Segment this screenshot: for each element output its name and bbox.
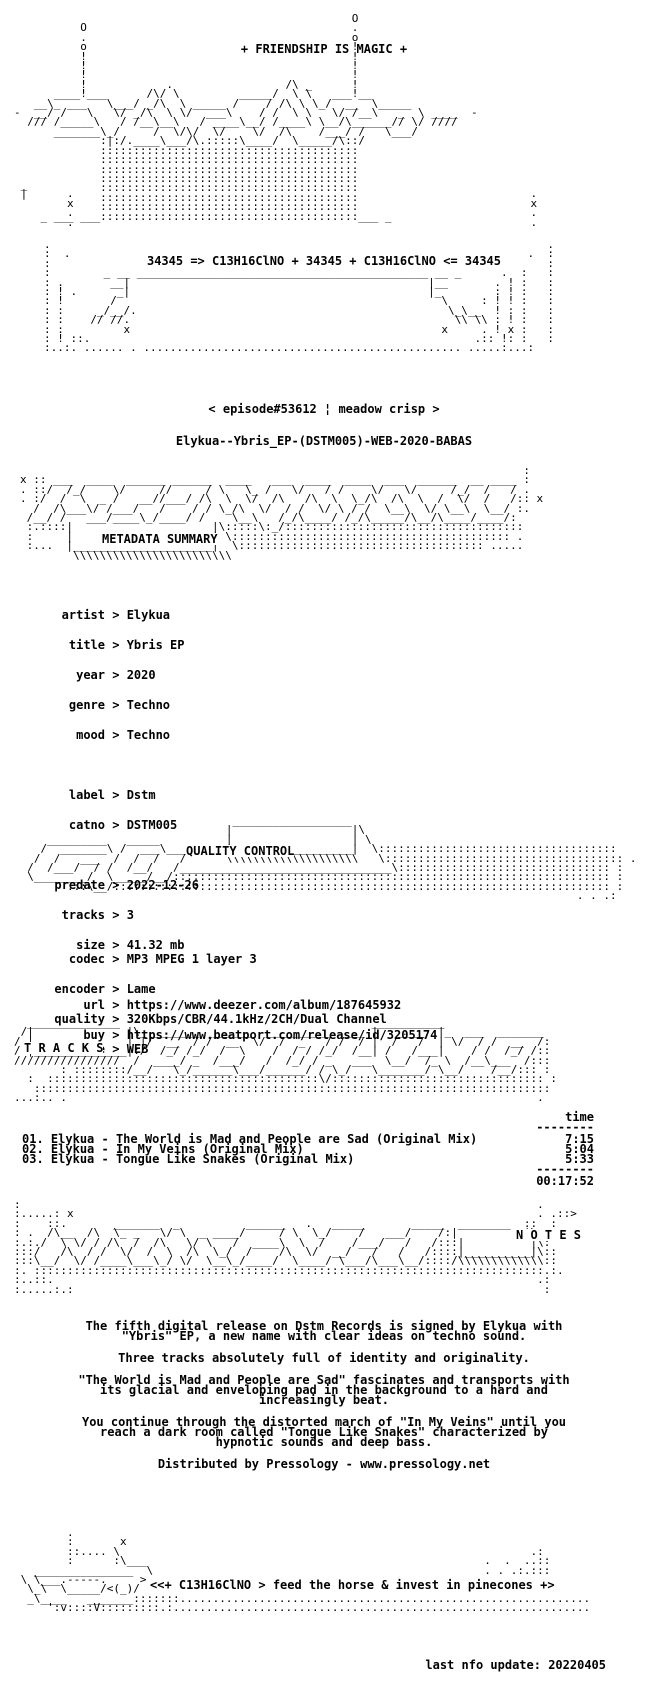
meta-year: year > 2020 [76, 668, 156, 682]
metadata-section-label: METADATA SUMMARY [102, 532, 218, 546]
note-p4a: You continue through the distorted march… [81, 1415, 567, 1429]
note-p3c: increasingly beat. [258, 1393, 390, 1407]
tracks-ascii-banner: ______________ ___________ /| |\_ ______… [14, 1016, 558, 1105]
note-p4b: reach a dark room called "Tongue Like Sn… [100, 1425, 548, 1439]
time-header: time [565, 1110, 594, 1124]
track-row-3: 03. Elykua - Tongue Like Snakes (Origina… [22, 1152, 594, 1166]
meta-predate: predate > 2022-12-26 [54, 878, 199, 892]
header-ascii-art: O O . . o o ! ! [14, 12, 478, 223]
meta-url[interactable]: url > https://www.deezer.com/album/18764… [83, 998, 402, 1012]
distributor-link[interactable]: Distributed by Pressology - www.pressolo… [157, 1457, 491, 1471]
meta-mood: mood > Techno [76, 728, 171, 742]
time-header-underline: -------- [536, 1120, 594, 1134]
note-p3b: its glacial and enveloping pad in the ba… [100, 1383, 548, 1397]
footer-tagline: <<+ C13H16ClNO > feed the horse & invest… [150, 1578, 555, 1592]
total-time: 00:17:52 [536, 1174, 594, 1188]
meta-tracks: tracks > 3 [61, 908, 134, 922]
qc-codec: codec > MP3 MPEG 1 layer 3 [68, 952, 257, 966]
track-row-2: 02. Elykua - In My Veins (Original Mix)5… [22, 1142, 594, 1156]
qc-encoder: encoder > Lame [54, 982, 156, 996]
tracks-section-label: T R A C K S [24, 1041, 104, 1055]
track-row-1: 01. Elykua - The World is Mad and People… [22, 1132, 594, 1146]
meta-buy[interactable]: buy > https://www.beatport.com/release/i… [83, 1028, 438, 1042]
last-update: last nfo update: 20220405 [425, 1658, 606, 1672]
meta-size: size > 41.32 mb [76, 938, 185, 952]
note-p3a: "The World is Mad and People are Sad" fa… [78, 1373, 570, 1387]
episode: < episode#53612 ¦ meadow crisp > [208, 402, 440, 416]
beatport-link[interactable]: https://www.beatport.com/release/id/3205… [126, 1028, 438, 1042]
quality-block: codec > MP3 MPEG 1 layer 3 encoder > Lam… [30, 934, 387, 1064]
metadata-ascii-banner: : x :: ___ ____ ______ ______ ____ ___ _… [20, 464, 544, 562]
formula: 34345 => C13H16ClNO + 34345 + C13H16ClNO… [146, 254, 501, 268]
note-p1a: The fifth digital release on Dstm Record… [85, 1319, 563, 1333]
note-p2: Three tracks absolutely full of identity… [118, 1351, 530, 1365]
notes-section-label: N O T E S [516, 1228, 582, 1242]
tracklist: time -------- 01. Elykua - The World is … [22, 1110, 594, 1222]
header-side-marks: _ | . . x x . [20, 178, 538, 229]
metadata-block: artist > Elykua title > Ybris EP year > … [30, 590, 437, 1050]
release-name: Elykua--Ybris_EP-(DSTM005)-WEB-2020-BABA… [175, 434, 473, 448]
meta-catno: catno > DSTM005 [68, 818, 178, 832]
meta-artist: artist > Elykua [61, 608, 171, 622]
note-p4c: hypnotic sounds and deep bass. [215, 1435, 433, 1449]
deezer-link[interactable]: https://www.deezer.com/album/187645932 [126, 998, 402, 1012]
quality-section-label: QUALITY CONTROL [186, 844, 295, 858]
meta-label: label > Dstm [68, 788, 156, 802]
meta-title: title > Ybris EP [68, 638, 185, 652]
bridge-ascii-art: . . : . . : : [44, 238, 554, 355]
notes-ascii-banner: : . :.....: x . .::> : ::. _______ _ [14, 1198, 577, 1296]
motto: + FRIENDSHIP IS MAGIC + [240, 42, 408, 56]
meta-genre: genre > Techno [68, 698, 171, 712]
total-underline: -------- [536, 1162, 594, 1176]
qc-quality: quality > 320Kbps/CBR/44.1kHz/2CH/Dual C… [54, 1012, 387, 1026]
footer-horse-art: . : x ::.... \ .: : :\___ . . ..:: _____… [20, 1526, 591, 1615]
note-p1b: "Ybris" EP, a new name with clear ideas … [121, 1329, 527, 1343]
quality-ascii-banner: __________________ | |\ _________ _____ … [27, 814, 637, 903]
